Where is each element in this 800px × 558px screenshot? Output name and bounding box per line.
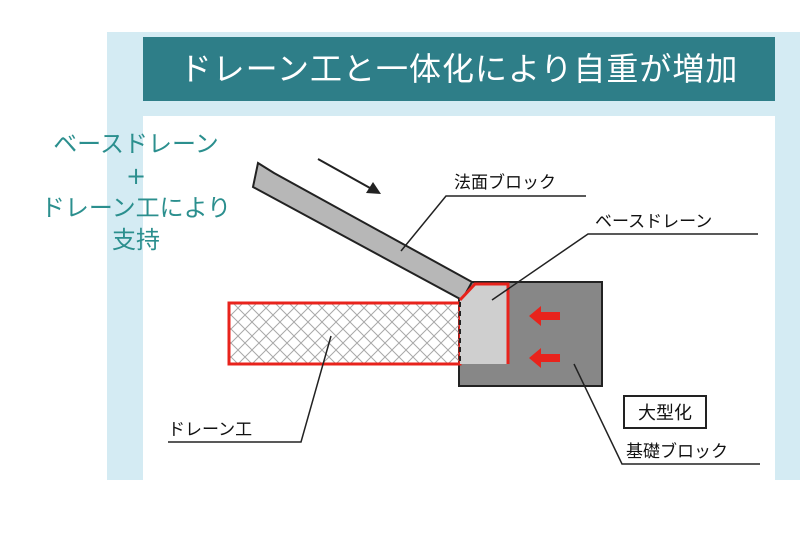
label-slope-block: 法面ブロック [454, 172, 556, 193]
push-arrow-upper [529, 306, 560, 326]
leader-slope-block [400, 195, 586, 252]
enlarged-badge [623, 395, 707, 429]
base-drain-outline [458, 282, 510, 364]
side-caption-line-1: ベースドレーン [53, 130, 219, 158]
label-foundation-block: 基礎ブロック [626, 441, 728, 462]
page-title: ドレーン工と一体化により自重が増加 [143, 37, 775, 101]
side-caption-line-2: + [125, 162, 147, 190]
leader-drain-work [168, 335, 332, 443]
slide-arrow [317, 158, 381, 194]
side-caption-line-3: ドレーン工により [40, 194, 232, 222]
drain-work [227, 301, 462, 366]
label-base-drain: ベースドレーン [595, 212, 712, 232]
slope-block [251, 161, 474, 302]
label-enlarged: 大型化 [638, 403, 692, 424]
side-caption-line-4: 支持 [112, 226, 160, 254]
base-drain [460, 284, 508, 364]
leader-base-drain [491, 233, 758, 301]
side-caption: ベースドレーン + ドレーン工により 支持 [0, 128, 272, 256]
label-drain-work: ドレーン工 [168, 420, 252, 440]
leader-foundation-block [573, 363, 760, 465]
push-arrow-lower [529, 348, 560, 368]
